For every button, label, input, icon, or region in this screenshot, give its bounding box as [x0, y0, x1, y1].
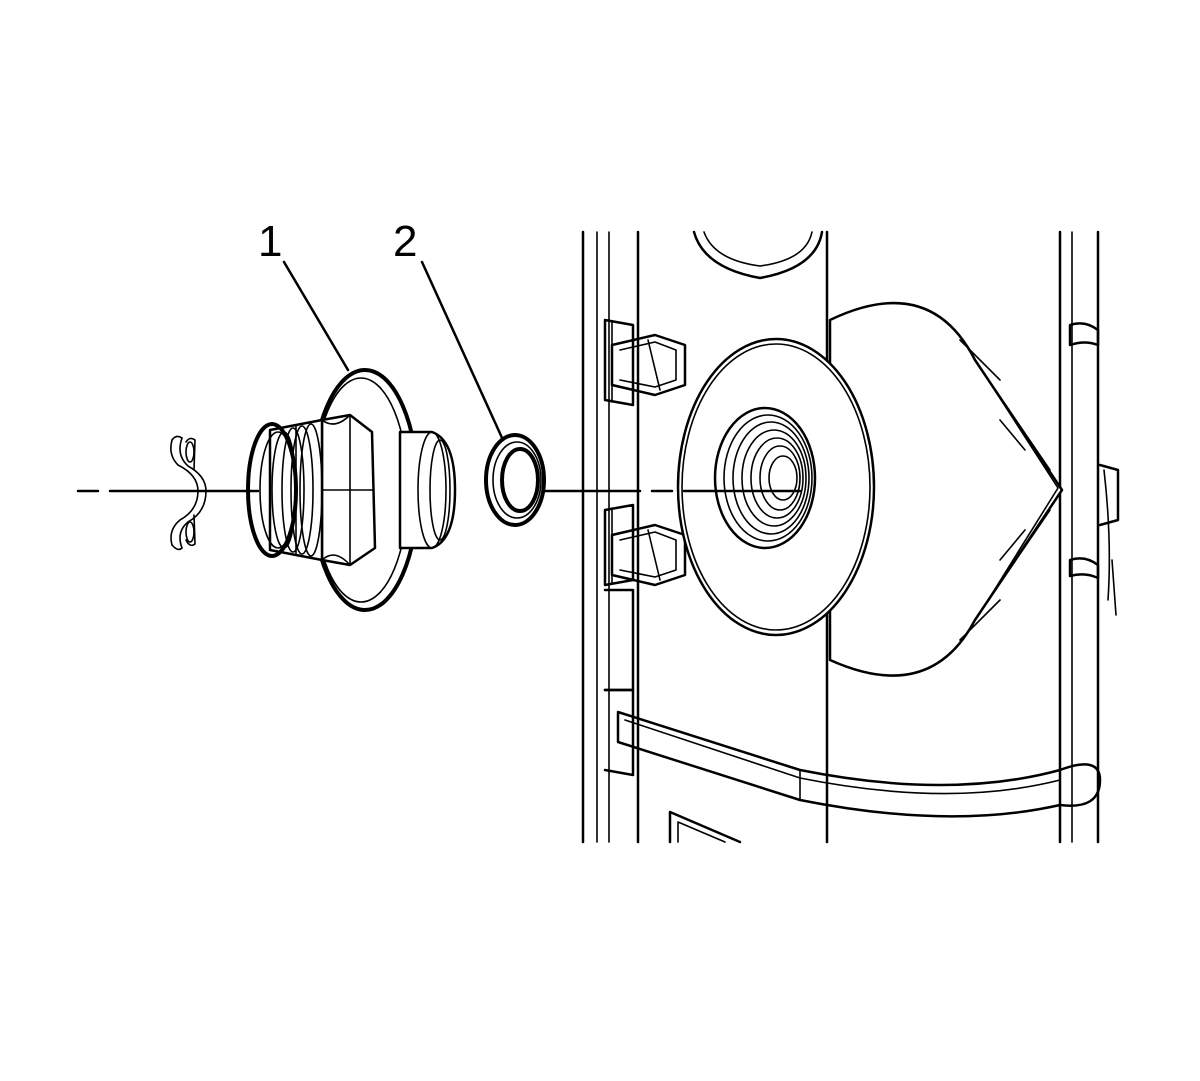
leader-line-1: [282, 260, 350, 372]
leader-line-2: [420, 260, 505, 442]
retaining-clip: [170, 435, 207, 551]
callout-label-1: 1: [258, 217, 282, 266]
housing: [581, 230, 1120, 844]
callout-label-2: 2: [393, 217, 417, 266]
plug-fitting: [246, 368, 457, 612]
callout-2: 2: [393, 217, 505, 442]
callout-1: 1: [258, 217, 350, 372]
seal-washer: [484, 433, 546, 527]
